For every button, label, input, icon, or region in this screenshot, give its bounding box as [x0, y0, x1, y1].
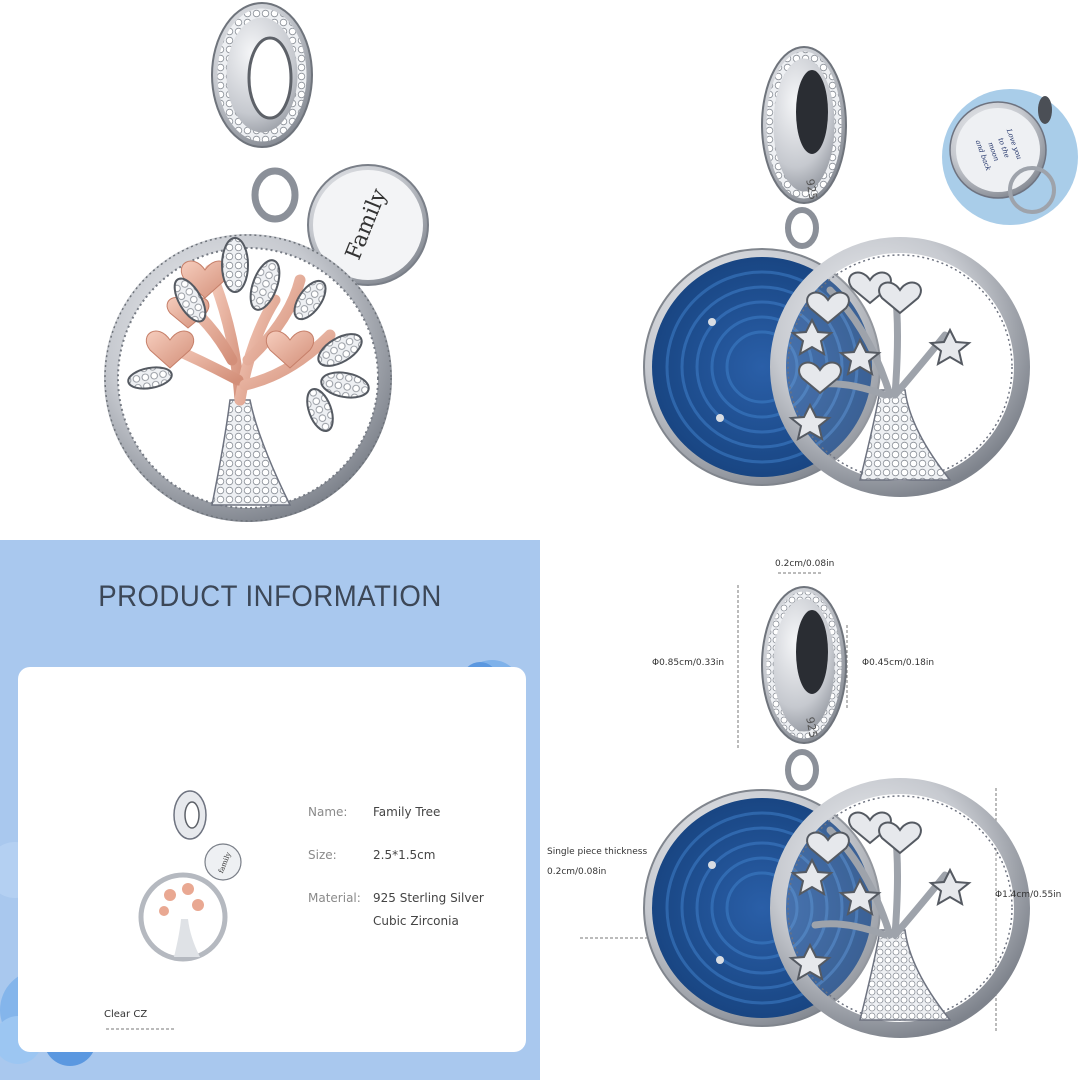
silver-tree-disc	[770, 237, 1030, 497]
spec-value-name: Family Tree	[373, 805, 441, 819]
spec-label-size: Size:	[308, 848, 337, 862]
product-thumbnail: family	[138, 790, 242, 962]
spec-value-material-2: Cubic Zirconia	[373, 914, 459, 928]
bail	[211, 2, 313, 148]
info-card: family Clear CZ Name: Family Tree Size: …	[18, 667, 526, 1052]
spec-value-material: 925 Sterling Silver	[373, 891, 484, 905]
dim-inner-diameter: Φ0.45cm/0.18in	[862, 658, 935, 668]
product-image-family-tree: Family	[0, 0, 540, 540]
bail: 925	[761, 46, 847, 204]
callout-line	[106, 1028, 174, 1030]
dim-top-width: 0.2cm/0.08in	[775, 559, 835, 569]
callout-clear-cz: Clear CZ	[104, 1009, 148, 1020]
page-title: PRODUCT INFORMATION	[98, 580, 442, 613]
product-information-panel: PRODUCT INFORMATION family Clear CZ Name…	[0, 540, 540, 1080]
dim-thickness-value: 0.2cm/0.08in	[547, 867, 607, 877]
family-tag: Family	[307, 164, 429, 286]
hallmark-925: 925	[803, 178, 819, 201]
dim-thickness-label: Single piece thickness	[547, 847, 648, 857]
spec-label-material: Material:	[308, 891, 361, 905]
spec-value-size: 2.5*1.5cm	[373, 848, 436, 862]
silver-tree-disc	[770, 778, 1030, 1038]
bail: 925	[761, 586, 847, 744]
tree-pendant	[104, 234, 392, 522]
spec-label-name: Name:	[308, 805, 348, 819]
product-image-blue-enamel: 925	[540, 0, 1080, 540]
dim-disc-diameter: Φ1.4cm/0.55in	[995, 890, 1062, 900]
dim-outer-diameter: Φ0.85cm/0.33in	[652, 658, 725, 668]
engraving-inset: Love you to the moon and back	[942, 89, 1078, 225]
hallmark-925: 925	[803, 716, 819, 739]
product-dimensions: 925	[540, 540, 1080, 1080]
